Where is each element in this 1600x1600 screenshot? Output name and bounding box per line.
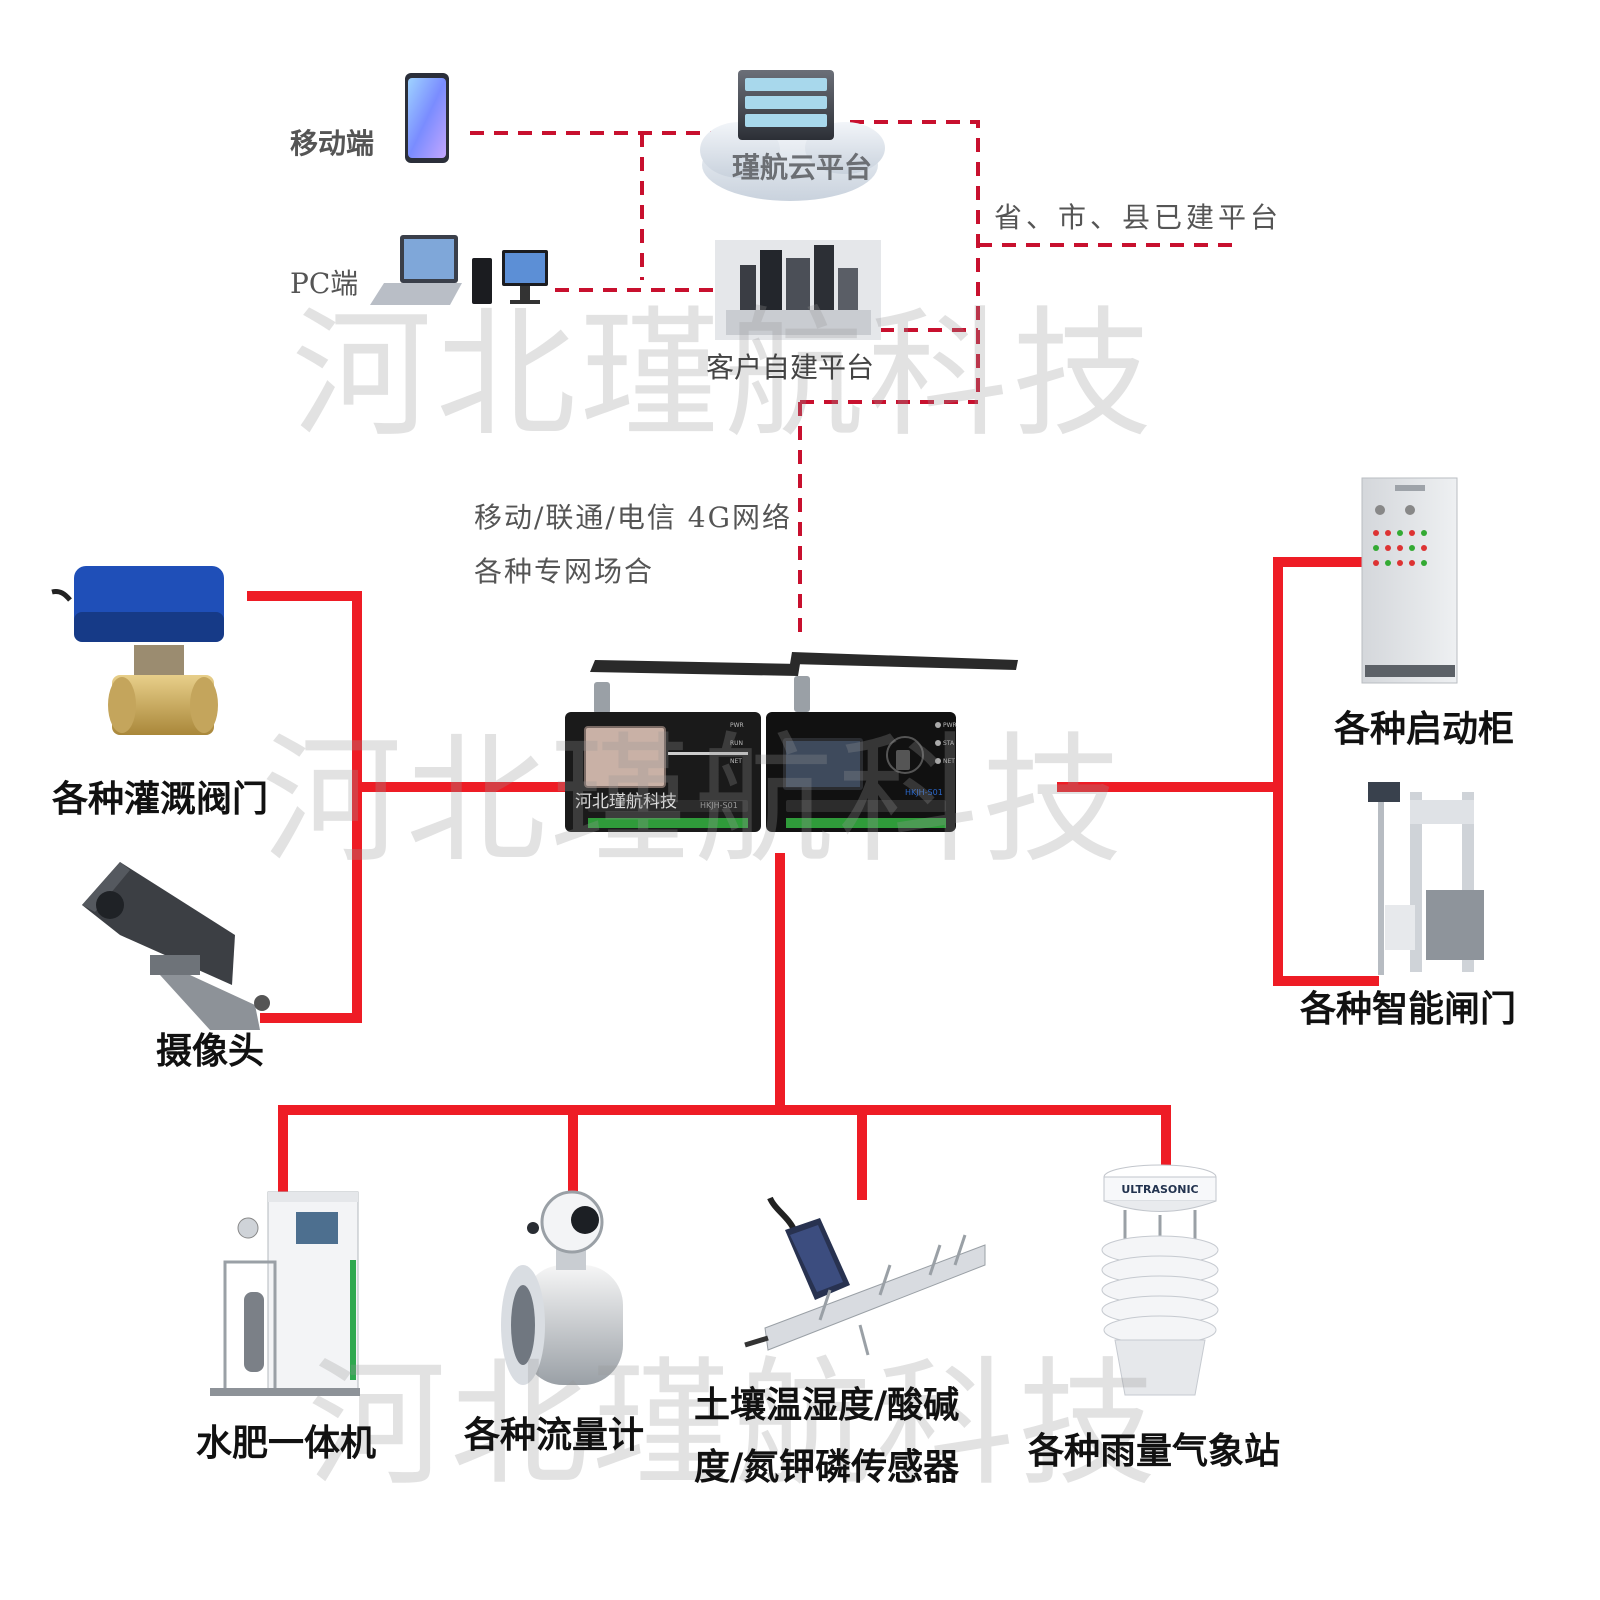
radiation-shield-plates [1101, 1235, 1219, 1345]
led-run-label: RUN [730, 740, 743, 747]
fertigation-label: 水肥一体机 [196, 1422, 377, 1464]
flow-meter-image [501, 1190, 623, 1385]
soil-sensor-label-line2: 度/氮钾磷传感器 [694, 1446, 960, 1488]
network-line-2: 各种专网场合 [474, 555, 655, 588]
pc-terminal-label: PC端 [290, 267, 359, 300]
mobile-terminal-label: 移动端 [290, 127, 375, 160]
gateway-brand-label: 河北瑾航科技 [575, 792, 677, 812]
gateway-right-model: HKJH-S01 [905, 788, 943, 797]
network-line-1: 移动/联通/电信 4G网络 [474, 501, 792, 534]
irrigation-valve-label: 各种灌溉阀门 [52, 778, 269, 820]
cloud-server-icon [700, 70, 885, 201]
gateway-left-model: HKJH-S01 [700, 801, 738, 810]
soil-sensor-image [744, 1196, 986, 1356]
smart-gate-image [1368, 782, 1484, 975]
irrigation-valve-image [51, 566, 224, 735]
flowmeter-label: 各种流量计 [464, 1414, 645, 1456]
weather-station-image [1101, 1164, 1219, 1396]
dashed-network-lines [470, 120, 1235, 635]
soil-probe-needles [818, 1234, 967, 1356]
cloud-platform-label: 瑾航云平台 [732, 151, 873, 184]
led-pwr-label-right: PWR [943, 722, 957, 729]
watermark-bottom: 河北瑾航科技 [308, 1344, 1161, 1505]
camera-label: 摄像头 [156, 1030, 265, 1072]
weather-brand-label: ULTRASONIC [1121, 1183, 1198, 1196]
solid-wiring-lines [247, 557, 1379, 1200]
camera-image [82, 862, 270, 1030]
led-sta-label: STA [943, 740, 955, 747]
start-cabinet-image [1361, 477, 1458, 684]
soil-sensor-label-line1: 土壤温湿度/酸碱 [694, 1384, 960, 1426]
start-cabinet-label: 各种启动柜 [1334, 708, 1515, 750]
led-pwr-label: PWR [730, 722, 744, 729]
self-platform-label: 客户自建平台 [706, 351, 875, 384]
gateway-device [565, 652, 1018, 832]
watermark-middle: 河北瑾航科技 [262, 720, 1127, 883]
mobile-phone-icon [405, 73, 449, 163]
led-net-label-right: NET [943, 758, 955, 765]
pc-terminal-icon [370, 235, 548, 305]
left-bus-line [247, 591, 362, 1023]
smart-gate-label: 各种智能闸门 [1300, 988, 1517, 1030]
weather-station-label: 各种雨量气象站 [1028, 1430, 1281, 1472]
watermark-top: 河北瑾航科技 [292, 294, 1157, 457]
cabinet-indicator-lights [1373, 530, 1427, 566]
led-net-label-left: NET [730, 758, 742, 765]
cloud-to-right-line [850, 120, 980, 402]
fertigation-machine-image [210, 1191, 360, 1396]
gov-platform-label: 省、市、县已建平台 [994, 201, 1283, 234]
self-platform-server-icon [715, 240, 881, 340]
